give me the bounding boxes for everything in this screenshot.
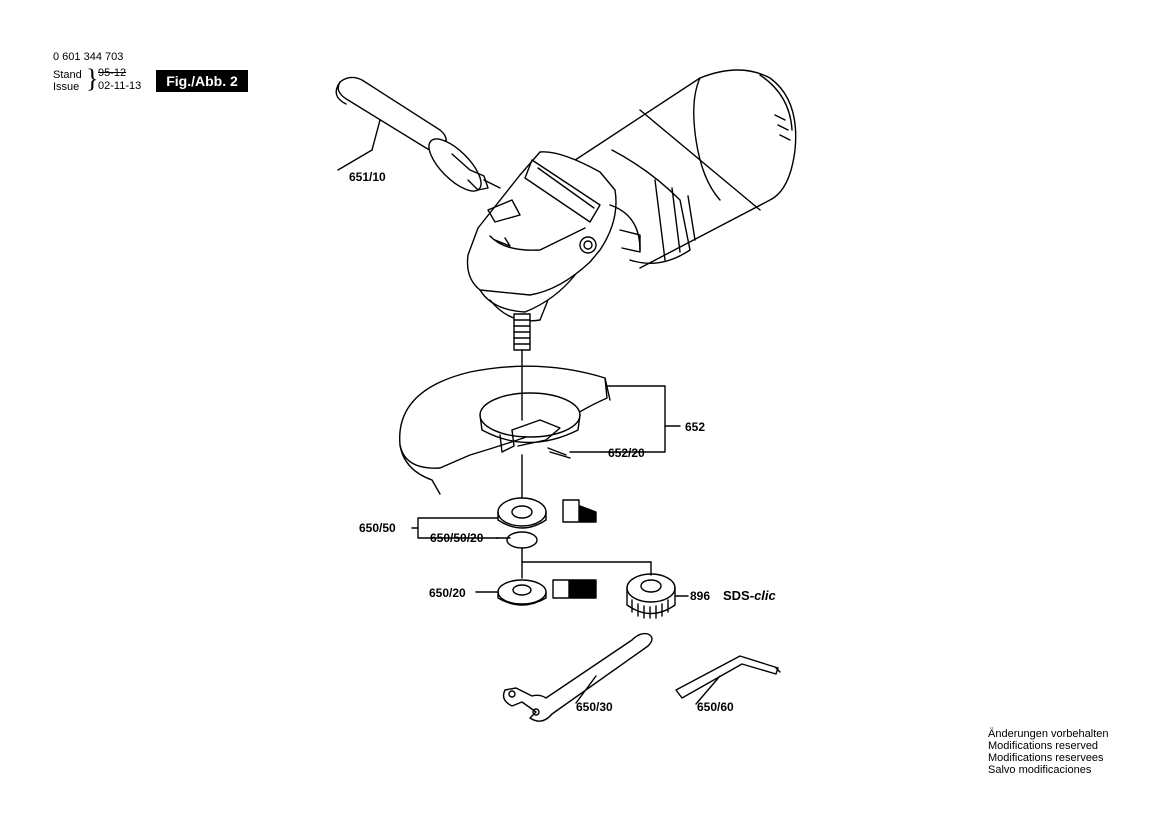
sds-prefix: SDS- [723,588,754,603]
hex-key-icon [675,655,781,699]
spindle-icon [513,313,531,351]
callout-guard: 652 [685,420,705,434]
notice-line-fr: Modifications reservees [988,752,1104,764]
notice-line-en: Modifications reserved [988,740,1099,752]
callout-hex-key: 650/60 [697,700,734,714]
callout-flange-ring: 650/50/20 [430,531,484,545]
figure-label: Fig./Abb. 2 [156,70,248,92]
side-handle-icon [335,76,501,192]
sds-suffix: clic [754,588,776,603]
modification-notice: Änderungen vorbehalten Modifications res… [988,728,1108,776]
quick-nut-icon [626,573,676,619]
clamp-flange-icon [497,497,597,549]
callout-mounting-flange: 650/20 [429,586,466,600]
brace-icon: } [86,64,99,93]
motor-housing-icon [559,69,797,269]
callout-spanner: 650/30 [576,700,613,714]
mounting-flange-icon [497,579,597,606]
spanner-icon [502,632,653,722]
callout-guard-screw: 652/20 [608,446,645,460]
issue-label: Issue [53,81,80,93]
issue-date: 02-11-13 [98,80,142,92]
callout-clamp-flange: 650/50 [359,521,396,535]
stand-label: Stand [53,69,82,81]
sds-clic-logo: SDS-clic [723,588,777,603]
notice-line-de: Änderungen vorbehalten [988,728,1109,740]
leader-lines [411,349,721,705]
wheel-guard-icon [399,365,611,495]
callout-handle: 651/10 [349,170,386,184]
callout-quick-nut: 896 [690,589,710,603]
notice-line-es: Salvo modificaciones [988,764,1092,776]
old-date: 95-12 [98,67,127,79]
part-number: 0 601 344 703 [53,51,124,63]
